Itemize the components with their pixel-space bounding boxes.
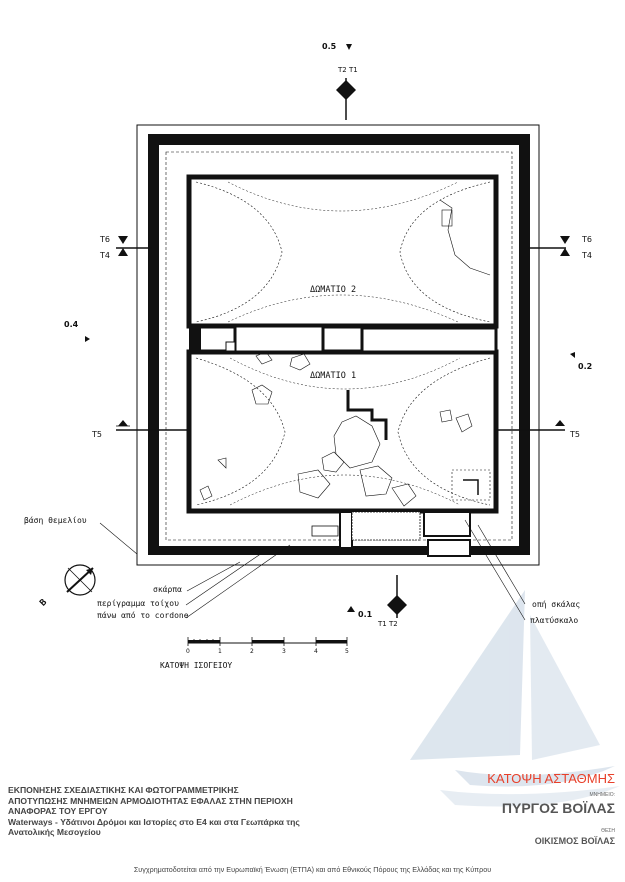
- section-marker-left-upper-icon: [116, 236, 152, 256]
- desc-line: ΑΝΑΦΟΡΑΣ ΤΟΥ ΕΡΓΟΥ: [8, 806, 108, 816]
- section-left-upper-b: T4: [100, 251, 110, 260]
- monument-caption: ΜΝΗΜΕΙΟ:: [589, 792, 615, 798]
- scale-tick-0: 0: [186, 648, 190, 655]
- marker-west-label: 0.4: [64, 320, 79, 329]
- marker-north-label: 0.5: [322, 42, 337, 51]
- skarpa-label: σκάρπα: [153, 585, 182, 594]
- scale-bar: [187, 637, 348, 646]
- room-1-label: ΔΩΜΑΤΙΟ 1: [310, 371, 357, 381]
- scale-tick-5: 5: [345, 648, 349, 655]
- scale-tick-1: 1: [218, 648, 222, 655]
- title-block-description: ΕΚΠΟΝΗΣΗΣ ΣΧΕΔΙΑΣΤΙΚΗΣ ΚΑΙ ΦΩΤΟΓΡΑΜΜΕΤΡΙ…: [8, 785, 300, 838]
- location-caption: ΘΕΣΗ: [601, 828, 615, 834]
- marker-south-arrow-icon: [347, 606, 355, 612]
- room-2-label: ΔΩΜΑΤΙΟ 2: [310, 285, 357, 295]
- scale-tick-2: 2: [250, 648, 254, 655]
- section-left-lower: T5: [92, 430, 102, 439]
- section-marker-right-lower-icon: [494, 420, 565, 431]
- funding-note: Συγχρηματοδοτείται από την Ευρωπαϊκή Ένω…: [133, 865, 492, 874]
- marker-east-arrow-icon: [570, 352, 575, 358]
- section-marker-right-upper-icon: [528, 236, 570, 256]
- marker-east-label: 0.2: [578, 362, 593, 371]
- marker-south-label: 0.1: [358, 610, 373, 619]
- section-right-lower: T5: [570, 430, 580, 439]
- section-marker-left-lower-icon: [116, 420, 190, 431]
- marker-north-arrow-icon: [346, 44, 352, 50]
- monument-name: ΠΥΡΓΟΣ ΒΟΪΛΑΣ: [501, 800, 615, 816]
- scale-tick-4: 4: [314, 648, 318, 655]
- scale-caption: ΚΑΤΟΨΗ ΙΣΟΓΕΙΟΥ: [160, 661, 233, 670]
- drawing-title: ΚΑΤΟΨΗ ΑΣΤΑΘΜΗΣ: [487, 771, 615, 786]
- platyskalo-label: πλατύσκαλο: [530, 616, 579, 625]
- section-left-upper-a: T6: [100, 235, 110, 244]
- section-marker-bottom-icon: [387, 575, 407, 618]
- marker-west-arrow-icon: [85, 336, 90, 342]
- north-compass-icon: [64, 564, 96, 596]
- desc-line: Ανατολικής Μεσογείου: [8, 827, 101, 837]
- opi-skalas-label: οπή σκάλας: [532, 600, 581, 609]
- section-marker-top-icon: [336, 78, 356, 120]
- location-name: ΟΙΚΙΣΜΟΣ ΒΟΪΛΑΣ: [534, 836, 615, 846]
- section-right-upper-b: T4: [582, 251, 592, 260]
- desc-line: ΕΚΠΟΝΗΣΗΣ ΣΧΕΔΙΑΣΤΙΚΗΣ ΚΑΙ ΦΩΤΟΓΡΑΜΜΕΤΡΙ…: [8, 785, 239, 795]
- perimeter-label-1: περίγραμμα τοίχου: [97, 599, 179, 608]
- sailboat-watermark-icon: [410, 590, 620, 807]
- section-bottom-label: T1 T2: [378, 620, 398, 628]
- scale-tick-3: 3: [282, 648, 286, 655]
- section-top-label: T2 T1: [338, 66, 358, 74]
- foundation-label: βάση θεμελίου: [24, 516, 87, 525]
- desc-line: Waterways - Υδάτινοι Δρόμοι και Ιστορίες…: [8, 816, 300, 827]
- perimeter-label-2: πάνω από το cordone: [97, 611, 189, 620]
- desc-line: ΑΠΟΤΥΠΩΣΗΣ ΜΝΗΜΕΙΩΝ ΑΡΜΟΔΙΟΤΗΤΑΣ ΕΦΑΛΑΣ …: [8, 795, 293, 806]
- section-right-upper-a: T6: [582, 235, 592, 244]
